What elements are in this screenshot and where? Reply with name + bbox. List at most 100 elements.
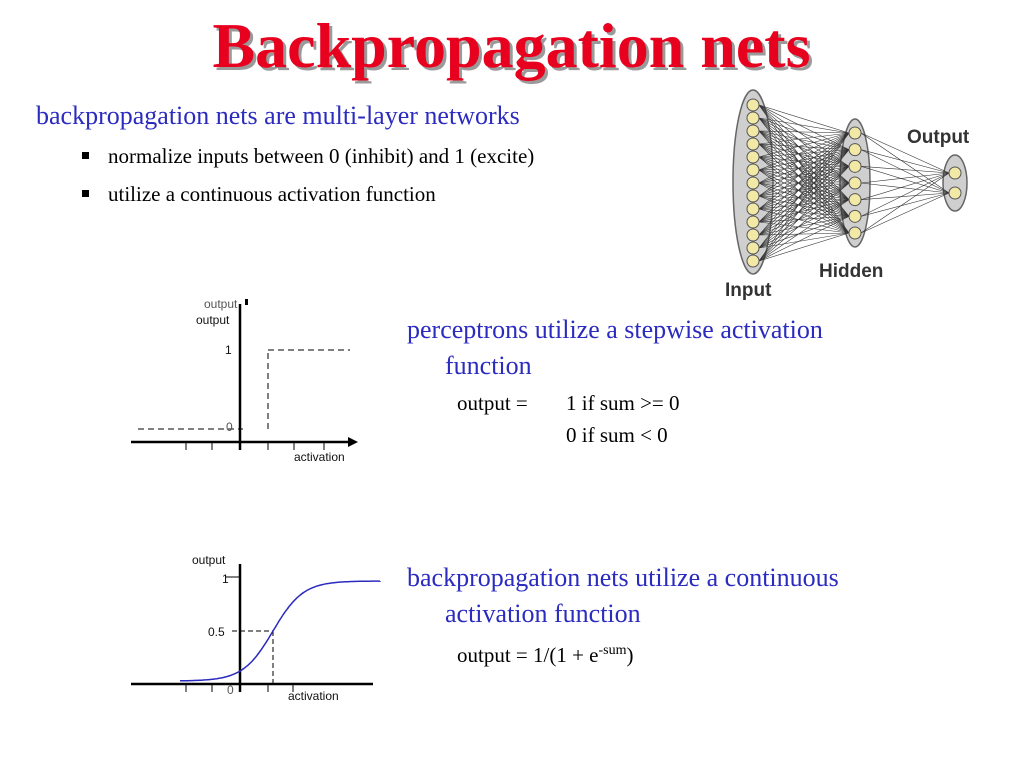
y-axis-label: output xyxy=(196,313,230,327)
bullet-item: normalize inputs between 0 (inhibit) and… xyxy=(80,144,534,168)
square-bullet-icon xyxy=(82,190,89,197)
connection-line xyxy=(758,149,850,171)
neuron-node xyxy=(746,124,760,138)
connection-line xyxy=(758,132,850,197)
layer-ellipse xyxy=(942,154,968,212)
connection-line xyxy=(758,182,850,236)
connection-line xyxy=(758,132,850,210)
connection-line xyxy=(860,172,950,217)
connection-line xyxy=(758,132,850,171)
neuron-node xyxy=(746,254,760,268)
connection-line xyxy=(758,104,850,167)
x-axis-label: activation xyxy=(288,689,339,703)
connection-line xyxy=(758,130,850,134)
connection-line xyxy=(758,132,850,249)
step-formula-label: output = xyxy=(457,391,528,415)
connection-line xyxy=(758,104,850,184)
connection-line xyxy=(860,172,950,200)
step-line-2: function xyxy=(445,351,532,380)
connection-line xyxy=(758,149,850,184)
output-layer-label: Output xyxy=(907,127,970,148)
neuron-node xyxy=(746,202,760,216)
neuron-node xyxy=(848,193,862,207)
bullet-text: normalize inputs between 0 (inhibit) and… xyxy=(108,144,535,168)
connection-line xyxy=(758,132,850,184)
connection-line xyxy=(758,182,850,262)
neuron-node xyxy=(746,98,760,112)
neuron-node xyxy=(746,163,760,177)
sigmoid-data-point xyxy=(287,607,289,609)
connection-line xyxy=(758,216,850,262)
bullet-text: utilize a continuous activation function xyxy=(108,182,436,206)
y-tick-label: 1 xyxy=(225,343,232,357)
connection-line xyxy=(758,149,850,249)
step-function-chart: output output 1 0 activation xyxy=(131,297,358,464)
neuron-node xyxy=(948,186,962,200)
sigmoid-formula-exponent: -sum xyxy=(598,643,627,658)
connection-line xyxy=(758,132,850,223)
connection-line xyxy=(758,182,850,197)
connection-line xyxy=(758,149,850,210)
neuron-node xyxy=(848,143,862,157)
connection-line xyxy=(758,143,850,167)
connection-line xyxy=(758,166,850,197)
connection-line xyxy=(758,199,850,262)
sigmoid-function-chart: output 1 0.5 0 activation xyxy=(131,553,381,703)
connection-line xyxy=(758,166,850,262)
neuron-node xyxy=(746,111,760,125)
x-axis-label: activation xyxy=(294,450,345,464)
y-tick-label: 0 xyxy=(227,683,234,697)
sigmoid-data-point xyxy=(272,630,274,632)
y-axis-label: output xyxy=(192,553,226,567)
sigmoid-formula-main: output = 1/(1 + e xyxy=(457,643,599,667)
connection-line xyxy=(758,182,850,249)
connection-line xyxy=(758,104,850,134)
connection-line xyxy=(758,132,850,145)
connection-line xyxy=(860,182,950,194)
connection-line xyxy=(860,172,950,184)
sigmoid-data-point xyxy=(182,680,184,682)
neuron-node xyxy=(746,137,760,151)
neuron-node xyxy=(848,159,862,173)
square-bullet-icon xyxy=(82,152,89,159)
y-tick-label: 0 xyxy=(226,420,233,434)
slide-title: Backpropagation nets xyxy=(212,10,811,81)
connection-line xyxy=(758,132,850,262)
connection-line xyxy=(758,117,850,134)
connection-line xyxy=(758,182,850,223)
sigmoid-data-point xyxy=(362,580,364,582)
connection-line xyxy=(758,117,850,150)
connection-line xyxy=(758,166,850,249)
neuron-node xyxy=(948,166,962,180)
connection-line xyxy=(758,156,850,167)
neuron-node xyxy=(848,176,862,190)
axis-arrow-mark xyxy=(245,299,248,305)
y-tick-label: 1 xyxy=(222,572,229,586)
y-tick-label: 0.5 xyxy=(208,625,225,639)
sigmoid-data-point xyxy=(242,668,244,670)
neuron-node xyxy=(746,228,760,242)
connection-line xyxy=(758,143,850,150)
sigmoid-formula-end: ) xyxy=(626,643,634,667)
sigmoid-curve xyxy=(180,580,381,682)
neuron-node xyxy=(746,150,760,164)
connection-line xyxy=(758,166,850,184)
sigmoid-data-point xyxy=(212,678,214,680)
neuron-node xyxy=(746,215,760,229)
y-axis-label-overlap: output xyxy=(204,297,238,311)
hidden-layer-label: Hidden xyxy=(819,261,883,282)
bullet-list: normalize inputs between 0 (inhibit) and… xyxy=(80,144,534,220)
neuron-node xyxy=(746,241,760,255)
sigmoid-data-point xyxy=(302,592,304,594)
connection-line xyxy=(860,166,950,174)
bullet-item: utilize a continuous activation function xyxy=(80,182,534,206)
neuron-node xyxy=(848,209,862,223)
connection-line xyxy=(758,117,850,184)
connection-line xyxy=(860,192,950,234)
sigmoid-data-point xyxy=(257,653,259,655)
neuron-node xyxy=(848,226,862,240)
step-formula-case-1: 1 if sum >= 0 xyxy=(566,391,680,415)
connection-line xyxy=(758,166,850,236)
neuron-node xyxy=(746,176,760,190)
connection-line xyxy=(758,149,850,158)
